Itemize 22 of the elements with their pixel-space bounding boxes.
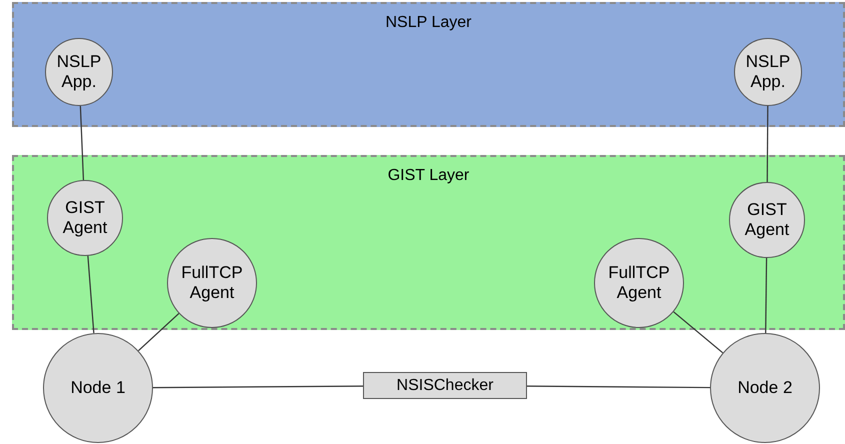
layer-band [12,155,845,330]
connector-line [80,106,84,180]
node-label: FullTCP Agent [180,263,244,303]
connector-line [87,256,94,334]
connector-line [527,386,710,388]
layer-band [12,2,845,127]
node-label: NSLP App. [744,52,792,92]
connector-line [766,106,768,182]
node-label: GIST Agent [62,198,108,238]
process-box [363,372,527,399]
connector-line [765,258,768,334]
layer-label: NSLP Layer [386,14,472,32]
node-label: Node 1 [70,378,126,398]
node-label: NSLP App. [56,52,102,92]
connector-line [673,311,724,354]
node-label: GIST Agent [744,200,790,240]
connector-line [153,386,363,388]
layer-label: GIST Layer [388,167,470,185]
node-label: FullTCP Agent [607,263,671,303]
node-label: NSISChecker [396,376,494,394]
connector-line [138,313,180,352]
node-label: Node 2 [736,378,794,398]
